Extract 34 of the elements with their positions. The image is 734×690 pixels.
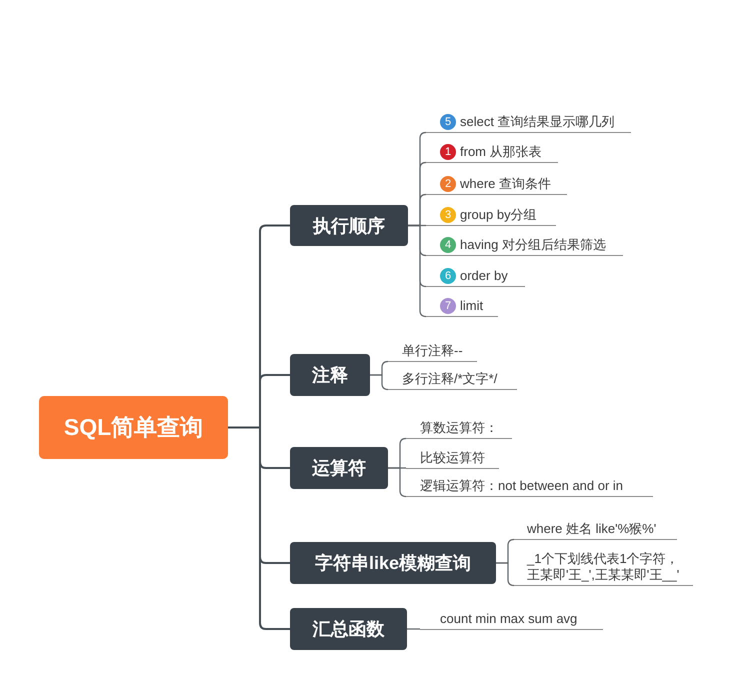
topic-text: where 查询条件 — [460, 176, 552, 192]
number-badge: 1 — [440, 144, 456, 160]
number-badge: 6 — [440, 268, 456, 284]
connector-line — [407, 628, 420, 630]
topic-text: select 查询结果显示哪几列 — [460, 114, 615, 130]
topic-text: 逻辑运算符：not between and or in — [420, 478, 624, 494]
branch-box: 执行顺序 — [290, 205, 408, 246]
number-badge: 2 — [440, 176, 456, 192]
branch-box: 字符串like模糊查询 — [290, 542, 496, 584]
root-box: SQL简单查询 — [39, 396, 228, 459]
topic-text: 多行注释/*文字*/ — [402, 371, 498, 387]
number-badge: 5 — [440, 114, 456, 130]
topic-text: order by — [460, 268, 508, 284]
connector-line — [370, 374, 389, 390]
connector-line — [408, 224, 427, 318]
number-badge: 7 — [440, 298, 456, 314]
branch-box: 注释 — [290, 354, 370, 396]
topic-text: 单行注释-- — [402, 343, 463, 359]
topic-text: from 从那张表 — [460, 144, 542, 160]
number-badge: 3 — [440, 207, 456, 223]
topic-text: group by分组 — [460, 207, 537, 223]
topic-text: limit — [460, 298, 484, 314]
topic-text: count min max sum avg — [440, 610, 578, 626]
topic-text: _1个下划线代表1个字符，王某即'王_',王某某即'王__' — [527, 551, 680, 583]
connector-line — [388, 467, 407, 498]
connector-line — [228, 426, 290, 630]
branch-box: 运算符 — [290, 447, 388, 489]
topic-text: 算数运算符： — [420, 420, 498, 436]
topic-text: 比较运算符 — [420, 450, 485, 466]
number-badge: 4 — [440, 237, 456, 253]
topic-text: where 姓名 like'%猴%' — [527, 521, 656, 537]
branch-box: 汇总函数 — [290, 608, 407, 650]
connector-line — [496, 562, 515, 586]
topic-text: having 对分组后结果筛选 — [460, 237, 606, 253]
